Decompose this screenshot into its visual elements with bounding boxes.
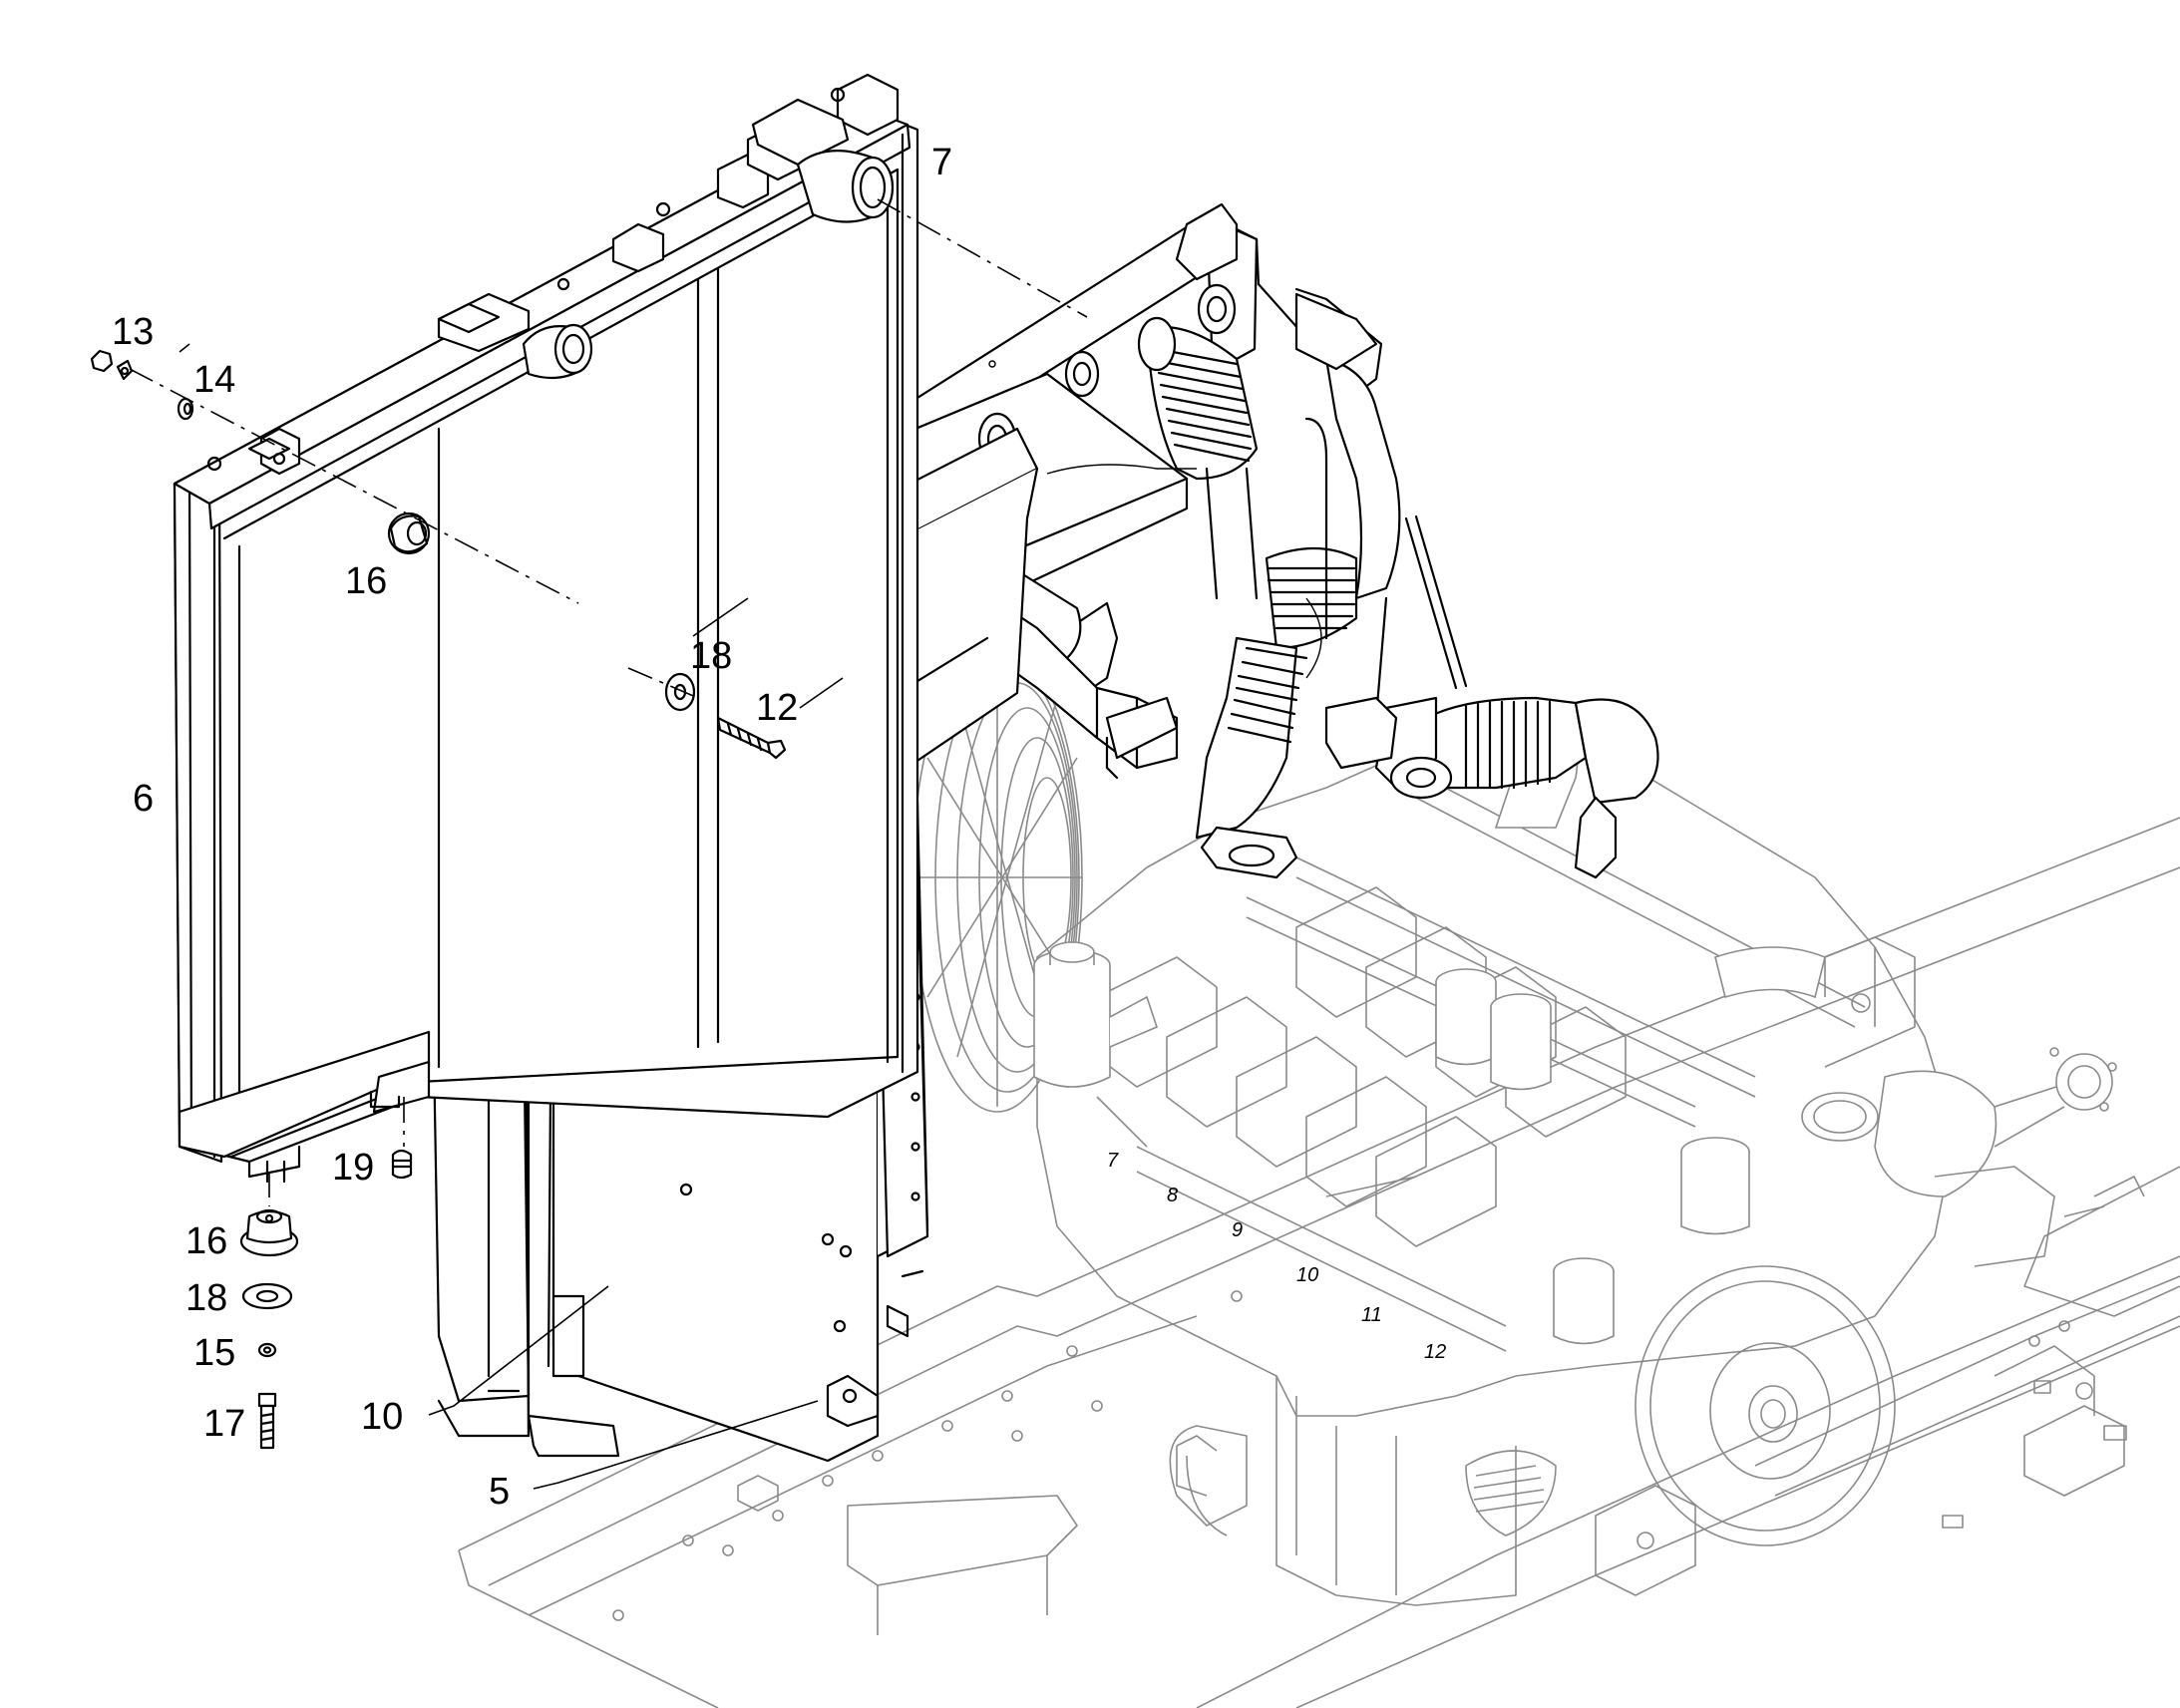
callout-6: 6	[133, 778, 154, 820]
turbocharger	[1801, 1047, 2117, 1197]
washer-14	[177, 397, 194, 421]
nut-15	[257, 1342, 277, 1358]
cylinder-markings: 7 8 9 10 11 12	[1107, 1150, 1446, 1363]
callout-18-upper: 18	[690, 635, 732, 677]
cylinder-head-row	[1096, 886, 1627, 1247]
bolt-upper	[716, 716, 787, 760]
cyl-mark-9: 9	[1232, 1219, 1243, 1241]
callout-18-lower: 18	[185, 1277, 227, 1319]
callout-12: 12	[756, 687, 798, 729]
cyl-mark-7: 7	[1107, 1150, 1119, 1172]
cyl-mark-12: 12	[1424, 1341, 1446, 1363]
chassis-bolts	[612, 1290, 2070, 1621]
cyl-mark-10: 10	[1296, 1264, 1318, 1286]
radiator-core	[173, 73, 919, 1184]
oil-filter	[1033, 941, 1158, 1088]
callout-labels: 13 14 7 16 18 12 6 19 16 18 15 17 10 5	[112, 142, 952, 1513]
corrugated-hose-upper	[1137, 316, 1259, 481]
bushing-16-upper	[387, 512, 431, 555]
callout-16-upper: 16	[345, 560, 387, 602]
callout-19: 19	[332, 1147, 374, 1189]
callout-14: 14	[193, 359, 235, 401]
assembly-centerlines	[129, 198, 1088, 1206]
radiator-filler-pipe	[522, 323, 593, 380]
cyl-mark-8: 8	[1167, 1185, 1178, 1206]
callout-17: 17	[203, 1403, 245, 1445]
corrugated-hose-middle	[1195, 546, 1358, 840]
cyl-mark-11: 11	[1361, 1304, 1382, 1326]
corrugated-hose-right	[1414, 696, 1659, 879]
nut-13	[90, 349, 134, 381]
bushing-16-lower	[239, 1208, 299, 1257]
callout-5: 5	[489, 1471, 510, 1513]
callout-10: 10	[361, 1396, 403, 1438]
radiator-outlet-pipe	[796, 150, 895, 223]
callout-16-lower: 16	[185, 1220, 227, 1262]
rubber-foot-19	[391, 1149, 413, 1180]
washer-18-lower	[241, 1282, 293, 1310]
engine-canisters	[1435, 968, 1750, 1345]
callout-7: 7	[931, 142, 952, 183]
hardware-items	[90, 349, 787, 1450]
chassis-frame	[458, 817, 2180, 1708]
callout-15: 15	[193, 1332, 235, 1374]
leader-lines	[179, 343, 844, 1490]
callout-13: 13	[112, 311, 154, 353]
washer-18-upper	[664, 672, 696, 712]
bolt-17	[257, 1392, 277, 1450]
flywheel	[1635, 1265, 1896, 1546]
